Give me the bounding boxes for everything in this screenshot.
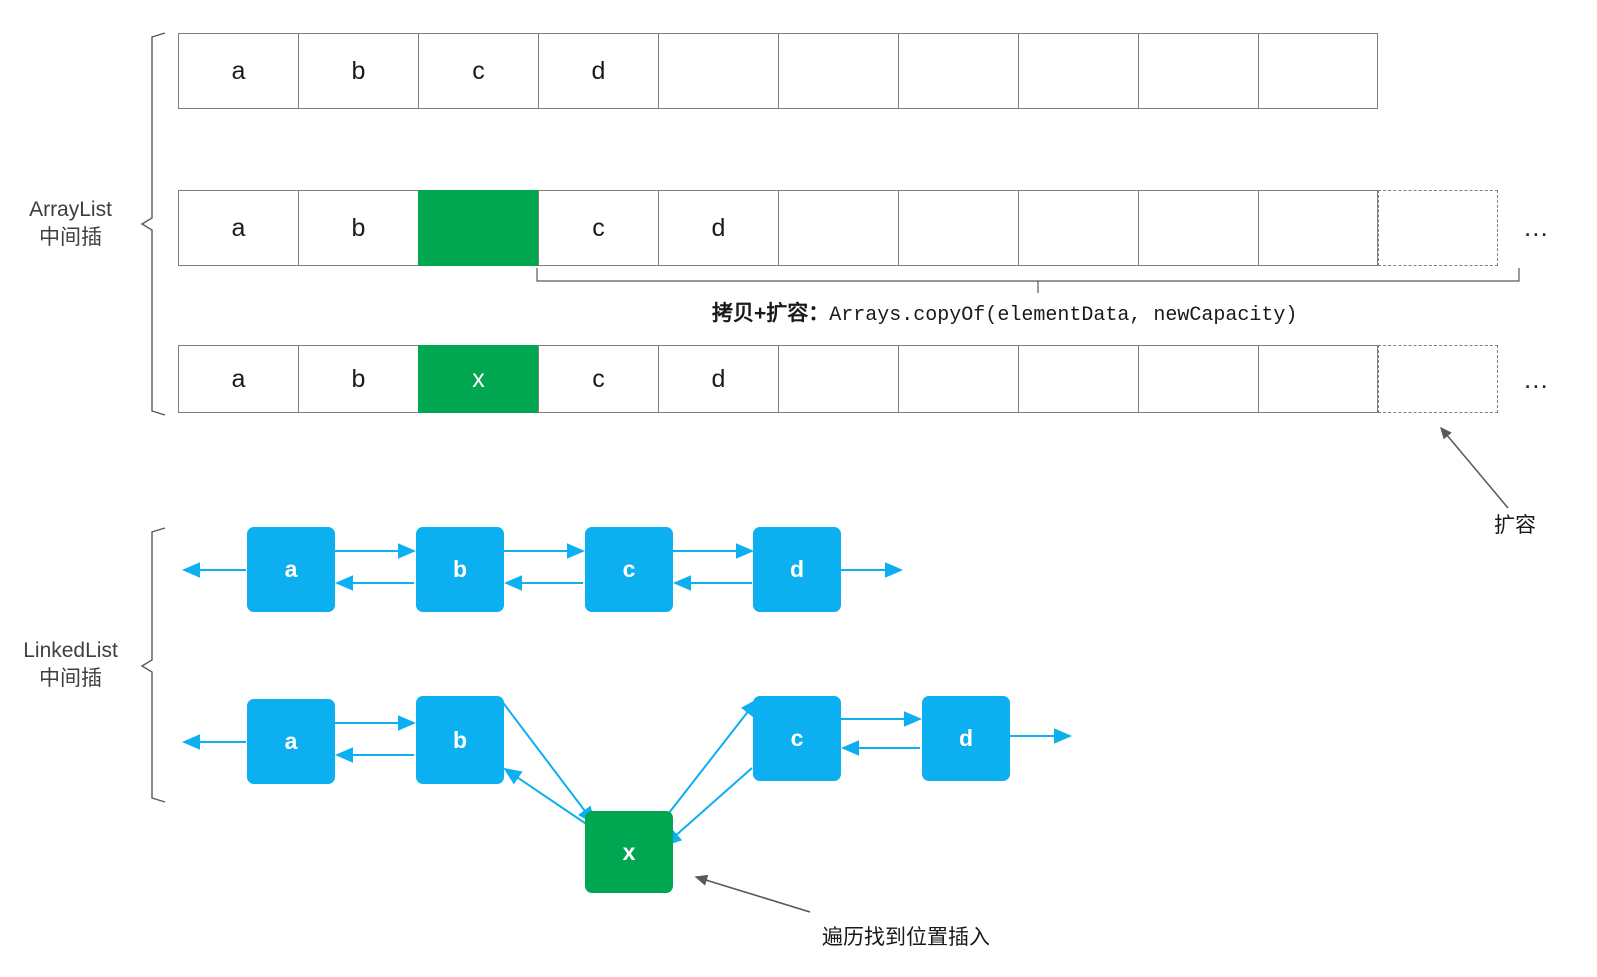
section-label-arraylist: ArrayList 中间插 <box>8 196 133 251</box>
row-ellipsis: ... <box>1524 364 1549 394</box>
arrays-prefix: Arrays. <box>829 304 914 327</box>
arraylist-bracket <box>140 32 166 416</box>
list-node: a <box>247 699 335 784</box>
array-cell: d <box>538 33 658 109</box>
array-cell <box>898 190 1018 266</box>
arg-new-capacity: newCapacity <box>1153 304 1286 327</box>
array-cell: c <box>538 190 658 266</box>
array-cell: a <box>178 33 298 109</box>
copy-grow-label: 拷贝+扩容： <box>712 302 830 325</box>
array-cell: c <box>418 33 538 109</box>
copy-grow-caption: 拷贝+扩容：Arrays.copyOf(elementData, newCapa… <box>712 297 1297 327</box>
array-cell <box>1018 345 1138 413</box>
array-cell <box>898 345 1018 413</box>
array-cell <box>1138 190 1258 266</box>
array-cell-highlighted: x <box>418 345 538 413</box>
list-node-inserted: x <box>585 811 673 893</box>
array-cell <box>778 33 898 109</box>
array-cell <box>658 33 778 109</box>
array-row-inserted: a b x c d <box>178 345 1498 413</box>
array-cell <box>778 190 898 266</box>
array-cell <box>1138 33 1258 109</box>
array-cell: d <box>658 345 778 413</box>
array-row-original: a b c d <box>178 33 1378 109</box>
section-label-linkedlist: LinkedList 中间插 <box>4 637 137 692</box>
traverse-annotation-label: 遍历找到位置插入 <box>822 926 990 949</box>
traverse-annotation-arrow <box>694 874 811 913</box>
linkedlist-label-line1: LinkedList <box>23 639 118 662</box>
array-cell-highlighted <box>418 190 538 266</box>
array-cell-grow-space <box>1378 190 1498 266</box>
array-cell <box>1258 345 1378 413</box>
array-cell-grow-space <box>1378 345 1498 413</box>
list-node: c <box>753 696 841 781</box>
list-node: b <box>416 696 504 784</box>
array-cell <box>1018 190 1138 266</box>
grow-annotation-label: 扩容 <box>1494 514 1536 537</box>
linkedlist-label-line2: 中间插 <box>39 666 102 690</box>
linkedlist-bracket <box>140 527 166 803</box>
grow-annotation-arrow <box>1440 426 1509 509</box>
array-cell: c <box>538 345 658 413</box>
list-node: c <box>585 527 673 612</box>
array-cell <box>898 33 1018 109</box>
list-node: a <box>247 527 335 612</box>
array-row-shifted: a b c d <box>178 190 1498 266</box>
array-cell: a <box>178 345 298 413</box>
row-ellipsis: ... <box>1524 212 1549 242</box>
arraylist-label-line1: ArrayList <box>29 198 112 221</box>
list-node: d <box>753 527 841 612</box>
close-paren: ) <box>1285 304 1298 327</box>
array-cell <box>1258 33 1378 109</box>
copyof-method: copyOf <box>913 304 986 327</box>
copy-range-bracket <box>536 268 1520 293</box>
array-cell <box>778 345 898 413</box>
list-node: d <box>922 696 1010 781</box>
list-node: b <box>416 527 504 612</box>
array-cell: d <box>658 190 778 266</box>
array-cell <box>1138 345 1258 413</box>
array-cell <box>1258 190 1378 266</box>
array-cell: a <box>178 190 298 266</box>
arraylist-label-line2: 中间插 <box>39 225 102 249</box>
array-cell: b <box>298 190 418 266</box>
array-cell <box>1018 33 1138 109</box>
array-cell: b <box>298 345 418 413</box>
array-cell: b <box>298 33 418 109</box>
arg-element-data: elementData <box>997 304 1130 327</box>
arg-separator: , <box>1129 304 1154 327</box>
open-paren: ( <box>985 304 998 327</box>
